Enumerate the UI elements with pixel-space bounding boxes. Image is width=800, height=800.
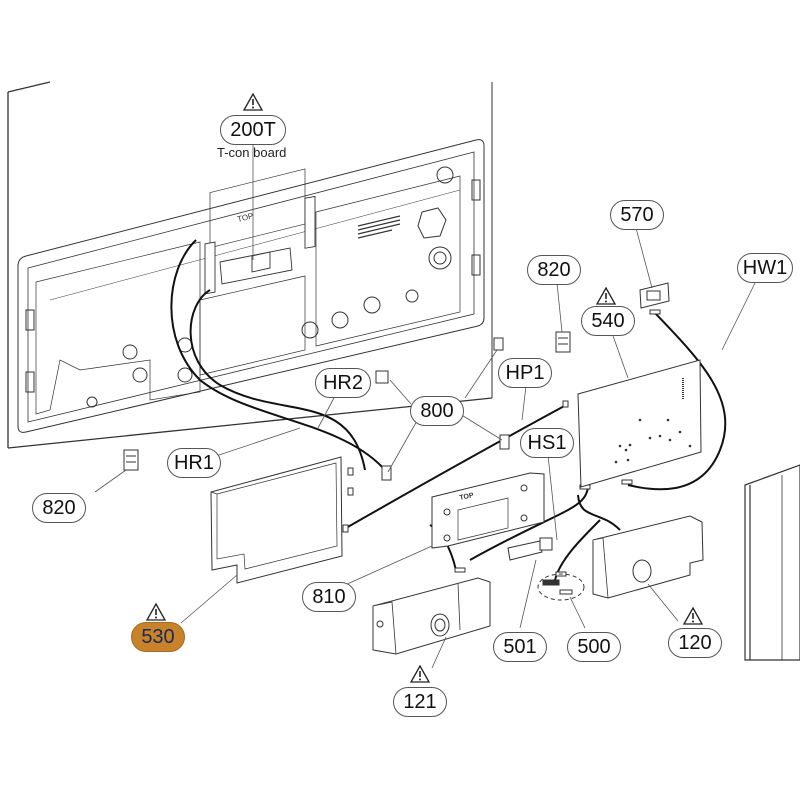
panel-top-marking: TOP xyxy=(236,211,254,224)
panel-label-sticker xyxy=(357,215,401,239)
rear-frame-panel xyxy=(17,139,485,433)
bracket-820-right xyxy=(555,331,571,353)
bracket-top-marking: TOP xyxy=(459,492,475,502)
callout-200T[interactable]: 200T xyxy=(220,115,286,145)
warning-icon-121 xyxy=(410,665,430,683)
warning-icon-120 xyxy=(683,607,703,625)
warning-icon-540 xyxy=(596,287,616,305)
callout-500[interactable]: 500 xyxy=(567,632,621,662)
callout-HS1[interactable]: HS1 xyxy=(520,428,574,458)
warning-icon-200T xyxy=(243,93,263,111)
callout-HR2[interactable]: HR2 xyxy=(315,368,371,398)
callout-570[interactable]: 570 xyxy=(610,200,664,230)
callout-501[interactable]: 501 xyxy=(493,632,547,662)
bracket-820-left xyxy=(123,449,139,471)
power-board-530 xyxy=(210,456,343,584)
warning-icon-530 xyxy=(146,603,166,621)
speaker-120 xyxy=(592,515,704,599)
callout-121[interactable]: 121 xyxy=(393,687,447,717)
bracket-810 xyxy=(431,472,545,549)
callout-HR1[interactable]: HR1 xyxy=(167,448,221,478)
board-570 xyxy=(639,282,670,309)
sensor-500 xyxy=(537,573,585,601)
callout-540[interactable]: 540 xyxy=(581,306,635,336)
callout-530-highlighted[interactable]: 530 xyxy=(131,622,185,652)
leader-lines xyxy=(94,145,757,669)
speaker-121 xyxy=(372,577,491,655)
callout-HP1[interactable]: HP1 xyxy=(498,358,552,388)
caption-tcon-board: T-con board xyxy=(217,145,287,160)
bracket-800-set xyxy=(375,337,510,481)
main-board-540 xyxy=(577,359,702,488)
tcon-board-part xyxy=(204,195,316,295)
callout-820-right[interactable]: 820 xyxy=(527,255,581,285)
callout-HW1[interactable]: HW1 xyxy=(737,253,793,283)
callout-820-left[interactable]: 820 xyxy=(32,493,86,523)
stand-partial xyxy=(744,464,800,661)
callout-810[interactable]: 810 xyxy=(302,582,356,612)
sensor-501 xyxy=(507,537,553,561)
callout-120[interactable]: 120 xyxy=(668,628,722,658)
callout-800[interactable]: 800 xyxy=(410,396,464,426)
